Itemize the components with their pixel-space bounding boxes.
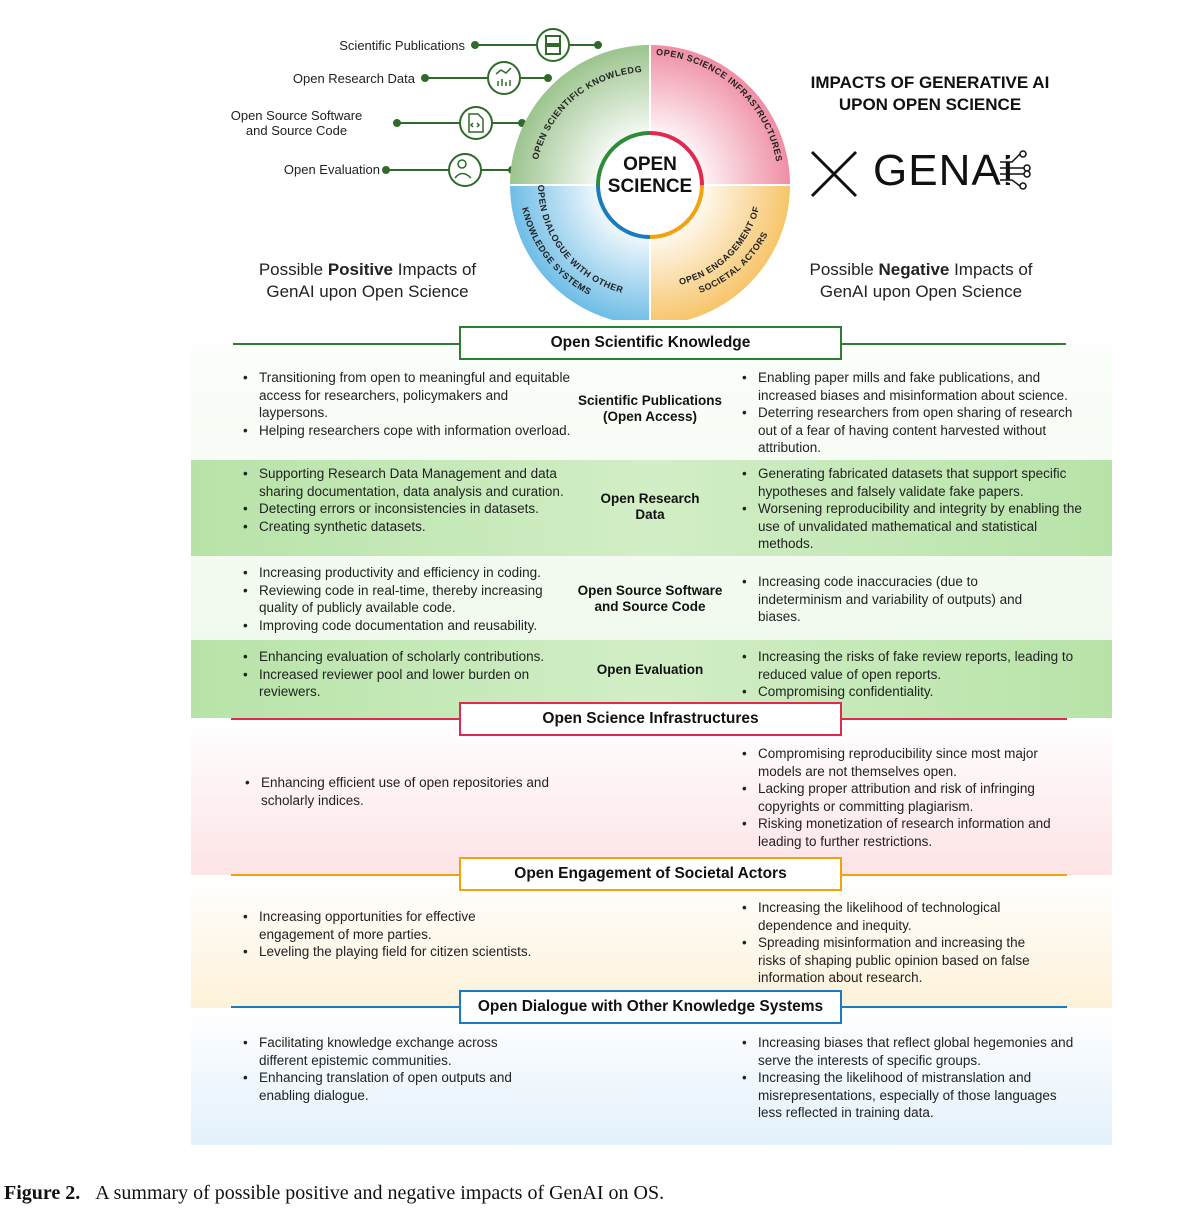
row-label-evaluation: Open Evaluation bbox=[596, 662, 704, 677]
cross-icon bbox=[810, 150, 858, 198]
circuit-icon bbox=[1000, 150, 1031, 190]
data-chart-icon bbox=[487, 61, 521, 95]
negative-list-evaluation: Increasing the risks of fake review repo… bbox=[742, 648, 1094, 701]
section-header-societal: Open Engagement of Societal Actors bbox=[459, 857, 842, 891]
label-scientific-publications: Scientific Publications bbox=[339, 38, 465, 53]
genai-logo: GENAI bbox=[873, 146, 1015, 195]
center-line-1: OPEN bbox=[623, 154, 677, 175]
publication-icon bbox=[536, 28, 570, 62]
positive-list-data: Supporting Research Data Management and … bbox=[243, 465, 583, 535]
caption-text: A summary of possible positive and negat… bbox=[95, 1182, 665, 1204]
negative-list-data: Generating fabricated datasets that supp… bbox=[742, 465, 1094, 553]
section-header-dialogue: Open Dialogue with Other Knowledge Syste… bbox=[459, 990, 842, 1024]
negative-list-software: Increasing code inaccuracies (due to ind… bbox=[742, 573, 1062, 626]
figure-title-line-1: IMPACTS OF GENERATIVE AI bbox=[810, 73, 1050, 92]
positive-list-dialogue: Facilitating knowledge exchange across d… bbox=[243, 1034, 543, 1104]
center-line-2: SCIENCE bbox=[608, 176, 692, 197]
negative-list-publications: Enabling paper mills and fake publicatio… bbox=[742, 369, 1092, 457]
evaluation-icon bbox=[448, 153, 482, 187]
negative-list-dialogue: Increasing biases that reflect global he… bbox=[742, 1034, 1077, 1122]
section-header-infrastructures: Open Science Infrastructures bbox=[459, 702, 842, 736]
section-header-knowledge: Open Scientific Knowledge bbox=[459, 326, 842, 360]
open-science-wheel: OPEN SCIENTIFIC KNOWLEDGE OPEN SCIENCE I… bbox=[0, 0, 790, 320]
negative-list-societal: Increasing the likelihood of technologic… bbox=[742, 899, 1032, 987]
positive-list-publications: Transitioning from open to meaningful an… bbox=[243, 369, 573, 439]
figure-title: IMPACTS OF GENERATIVE AI UPON OPEN SCIENC… bbox=[790, 72, 1070, 116]
positive-list-evaluation: Enhancing evaluation of scholarly contri… bbox=[243, 648, 573, 701]
positive-list-infrastructures: Enhancing efficient use of open reposito… bbox=[245, 774, 565, 809]
label-open-research-data: Open Research Data bbox=[292, 71, 415, 86]
code-file-icon bbox=[459, 106, 493, 140]
positive-list-societal: Increasing opportunities for effective e… bbox=[243, 908, 553, 961]
positive-list-software: Increasing productivity and efficiency i… bbox=[243, 564, 573, 634]
label-open-evaluation: Open Evaluation bbox=[283, 162, 380, 177]
figure-caption: Figure 2. A summary of possible positive… bbox=[4, 1182, 664, 1205]
row-label-publications: Scientific Publications (Open Access) bbox=[577, 393, 723, 424]
caption-label: Figure 2. bbox=[4, 1182, 81, 1204]
figure-title-line-2: UPON OPEN SCIENCE bbox=[838, 95, 1022, 114]
row-label-data: Open Research Data bbox=[600, 491, 700, 522]
label-open-source-software: Open Source Software and Source Code bbox=[230, 108, 363, 138]
row-label-software: Open Source Software and Source Code bbox=[577, 583, 723, 614]
negative-list-infrastructures: Compromising reproducibility since most … bbox=[742, 745, 1082, 850]
